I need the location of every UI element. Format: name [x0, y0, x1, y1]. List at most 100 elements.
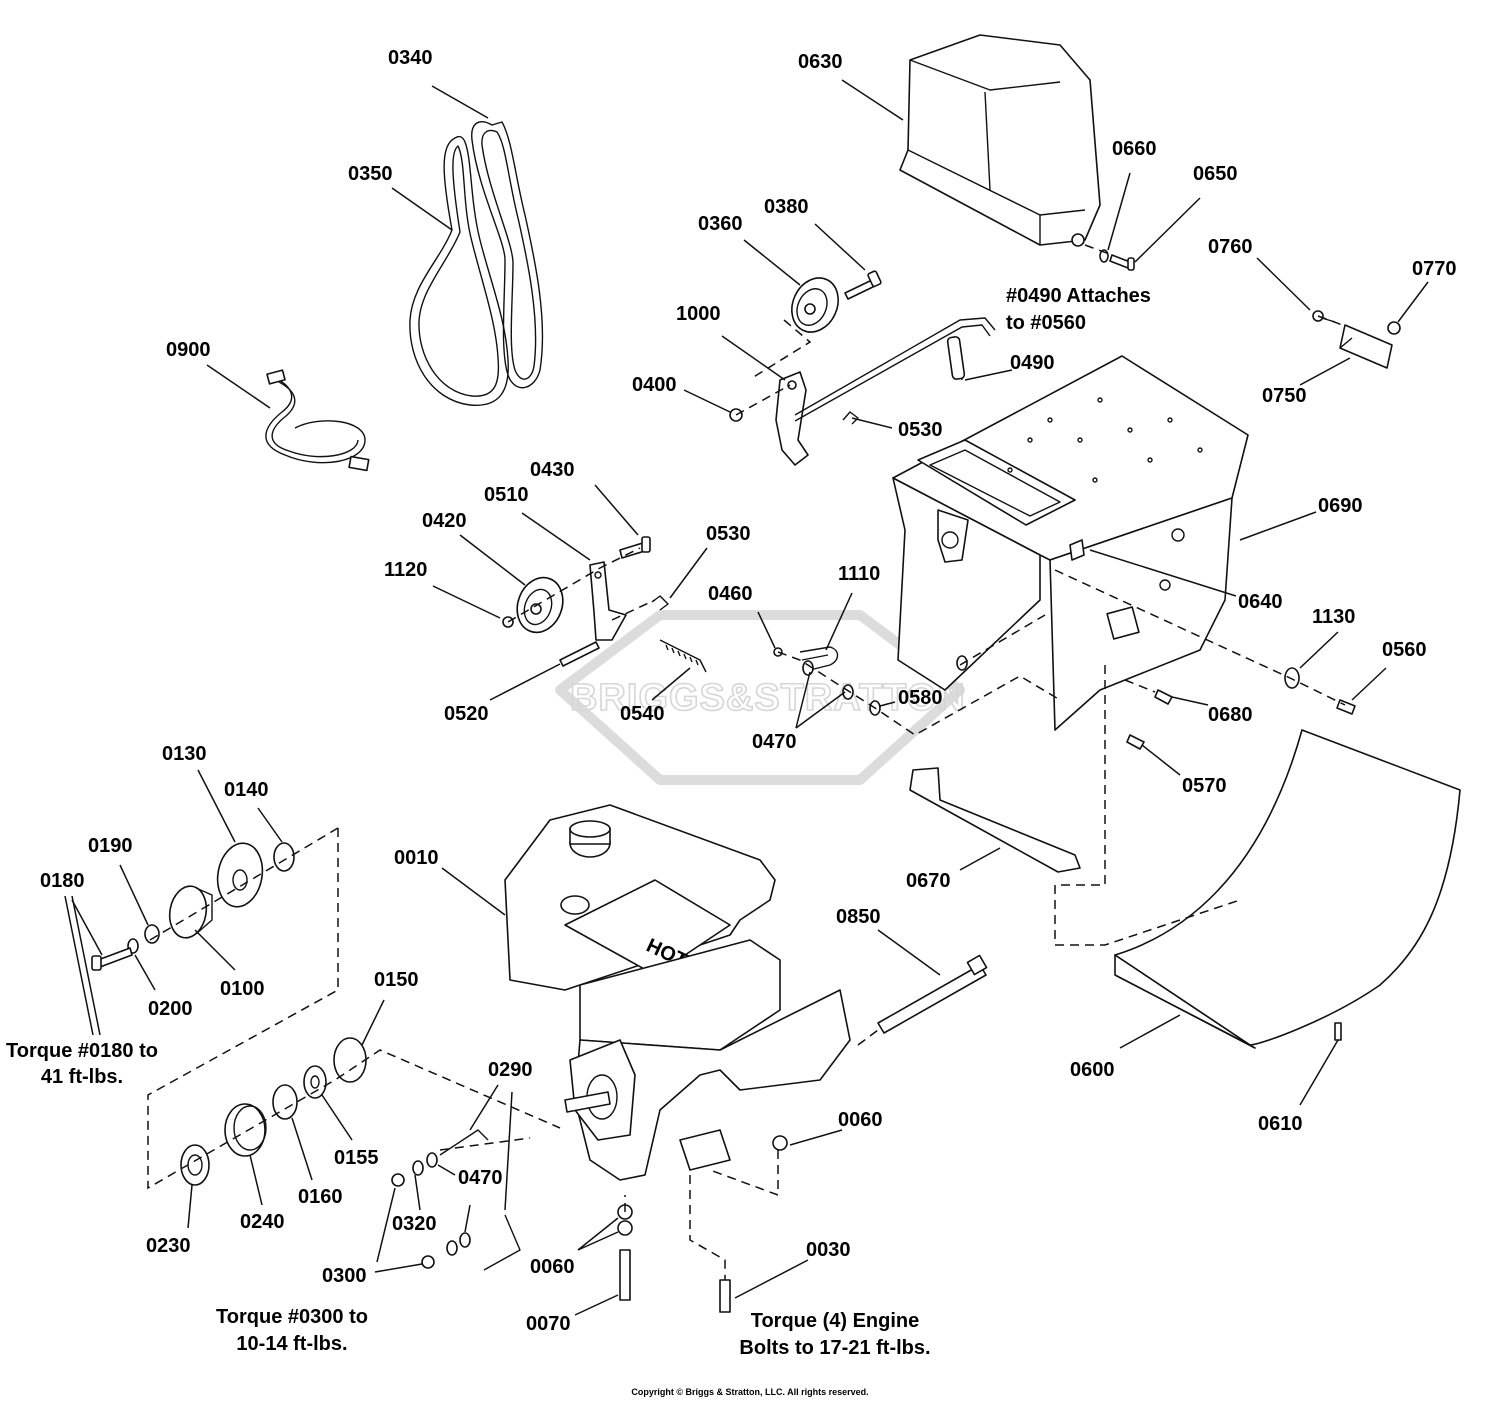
idler-bracket-1000	[775, 371, 809, 466]
label-0490: 0490	[1010, 352, 1055, 374]
u-bracket-1110	[799, 646, 839, 671]
clip-0530-lower	[651, 595, 669, 611]
label-0180: 0180	[40, 870, 85, 892]
note-engine-bolts-line2: Bolts to 17-21 ft-lbs.	[739, 1337, 930, 1359]
label-0520: 0520	[444, 703, 489, 725]
pulley-0130	[216, 842, 264, 908]
label-1120: 1120	[384, 559, 427, 581]
label-0200: 0200	[148, 998, 193, 1020]
rod-0490	[794, 317, 996, 422]
label-0150: 0150	[374, 969, 419, 991]
rod-0290	[439, 1129, 521, 1271]
label-0600: 0600	[1070, 1059, 1115, 1081]
hub-0155	[303, 1065, 327, 1099]
label-0060-right: 0060	[838, 1109, 883, 1131]
label-0610: 0610	[1258, 1113, 1303, 1135]
leader-lines	[64, 79, 1429, 1316]
bolt-0560	[1336, 699, 1356, 715]
label-0030: 0030	[806, 1239, 851, 1261]
bolt-0570	[1126, 734, 1145, 750]
watermark-text: BRIGGS&STRATTON	[570, 677, 966, 719]
label-0070: 0070	[526, 1313, 571, 1335]
label-0470-upper: 0470	[752, 731, 797, 753]
label-0460: 0460	[708, 583, 753, 605]
label-0470-lower: 0470	[458, 1167, 503, 1189]
label-0100: 0100	[220, 978, 265, 1000]
copyright-notice: Copyright © Briggs & Stratton, LLC. All …	[631, 1387, 868, 1397]
spacer-0640	[1069, 539, 1085, 561]
label-0380: 0380	[764, 196, 809, 218]
assembly-dash-lines	[147, 244, 1346, 1280]
bolt-0380	[844, 270, 882, 300]
label-0560: 0560	[1382, 639, 1427, 661]
label-0140: 0140	[224, 779, 269, 801]
label-0320: 0320	[392, 1213, 437, 1235]
bolt-0680	[1154, 689, 1173, 705]
label-0570: 0570	[1182, 775, 1227, 797]
note-torque-0300-line2: 10-14 ft-lbs.	[236, 1333, 347, 1355]
label-0340: 0340	[388, 47, 433, 69]
bolt-0180	[91, 947, 133, 971]
label-0900: 0900	[166, 339, 211, 361]
label-1110: 1110	[838, 563, 880, 585]
bolt-0610	[1334, 1022, 1342, 1041]
shield-0600	[1114, 729, 1461, 1049]
crossbar-0670	[909, 767, 1081, 873]
label-0010: 0010	[394, 847, 439, 869]
washer-0320	[412, 1160, 458, 1256]
part-labels: 0340 0350 0900 0630 0660 0650 0360 0380 …	[40, 47, 1457, 1335]
label-0060-lower: 0060	[530, 1256, 575, 1278]
bolt-0030	[719, 1279, 731, 1313]
label-1000: 1000	[676, 303, 721, 325]
label-0240: 0240	[240, 1211, 285, 1233]
bolt-0070	[619, 1249, 631, 1301]
ring-0240	[224, 1103, 267, 1157]
note-engine-bolts-line1: Torque (4) Engine	[751, 1310, 920, 1332]
label-0770: 0770	[1412, 258, 1457, 280]
label-0640: 0640	[1238, 591, 1283, 613]
label-0130: 0130	[162, 743, 207, 765]
label-0190: 0190	[88, 835, 133, 857]
label-0760: 0760	[1208, 236, 1253, 258]
label-0650: 0650	[1193, 163, 1238, 185]
label-0400: 0400	[632, 374, 677, 396]
label-0290: 0290	[488, 1059, 533, 1081]
pulley-0360	[791, 277, 839, 333]
label-0300: 0300	[322, 1265, 367, 1287]
washer-0190	[144, 924, 160, 944]
assembly-notes: #0490 Attaches to #0560 Torque #0180 to …	[6, 285, 1151, 1359]
note-torque-0180-line2: 41 ft-lbs.	[41, 1066, 123, 1088]
bushing-0230	[180, 1144, 210, 1186]
spring-0540	[659, 639, 707, 673]
label-0680: 0680	[1208, 704, 1253, 726]
pin-0520	[559, 641, 600, 667]
label-0530-upper: 0530	[898, 419, 943, 441]
label-0850: 0850	[836, 906, 881, 928]
label-0430: 0430	[530, 459, 575, 481]
heat-shield	[564, 879, 731, 976]
label-0420: 0420	[422, 510, 467, 532]
washer-0160	[272, 1084, 298, 1120]
bolt-0430	[619, 536, 651, 559]
label-0360: 0360	[698, 213, 743, 235]
belt-0350	[409, 135, 509, 406]
label-0160: 0160	[298, 1186, 343, 1208]
pulley-0100	[168, 885, 213, 939]
note-torque-0300-line1: Torque #0300 to	[216, 1306, 368, 1328]
note-0490-line2: to #0560	[1006, 312, 1086, 334]
label-0510: 0510	[484, 484, 529, 506]
frame-0690	[892, 355, 1249, 731]
label-1130: 1130	[1312, 606, 1355, 628]
bolt-0300	[391, 1173, 435, 1269]
label-0540: 0540	[620, 703, 665, 725]
clip-0530-upper	[842, 411, 859, 425]
label-0530-lower: 0530	[706, 523, 751, 545]
bolt-0650	[1109, 254, 1135, 271]
note-torque-0180-line1: Torque #0180 to	[6, 1040, 158, 1062]
nut-0770	[1387, 321, 1401, 335]
label-0660: 0660	[1112, 138, 1157, 160]
cord-0900	[265, 369, 370, 472]
briggs-stratton-watermark: BRIGGS&STRATTON	[555, 610, 966, 785]
label-0230: 0230	[146, 1235, 191, 1257]
